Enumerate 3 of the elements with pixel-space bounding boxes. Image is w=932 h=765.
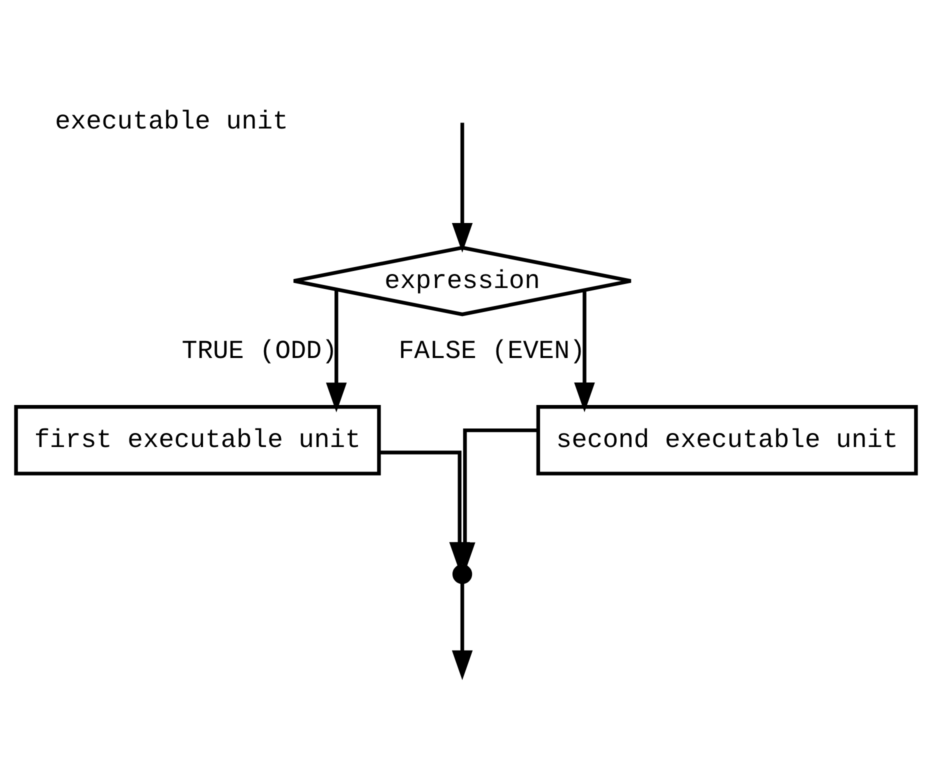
edge-label: TRUE (ODD): [182, 336, 338, 366]
label: executable unit: [54, 106, 288, 137]
edge-label: FALSE (EVEN): [398, 336, 586, 366]
